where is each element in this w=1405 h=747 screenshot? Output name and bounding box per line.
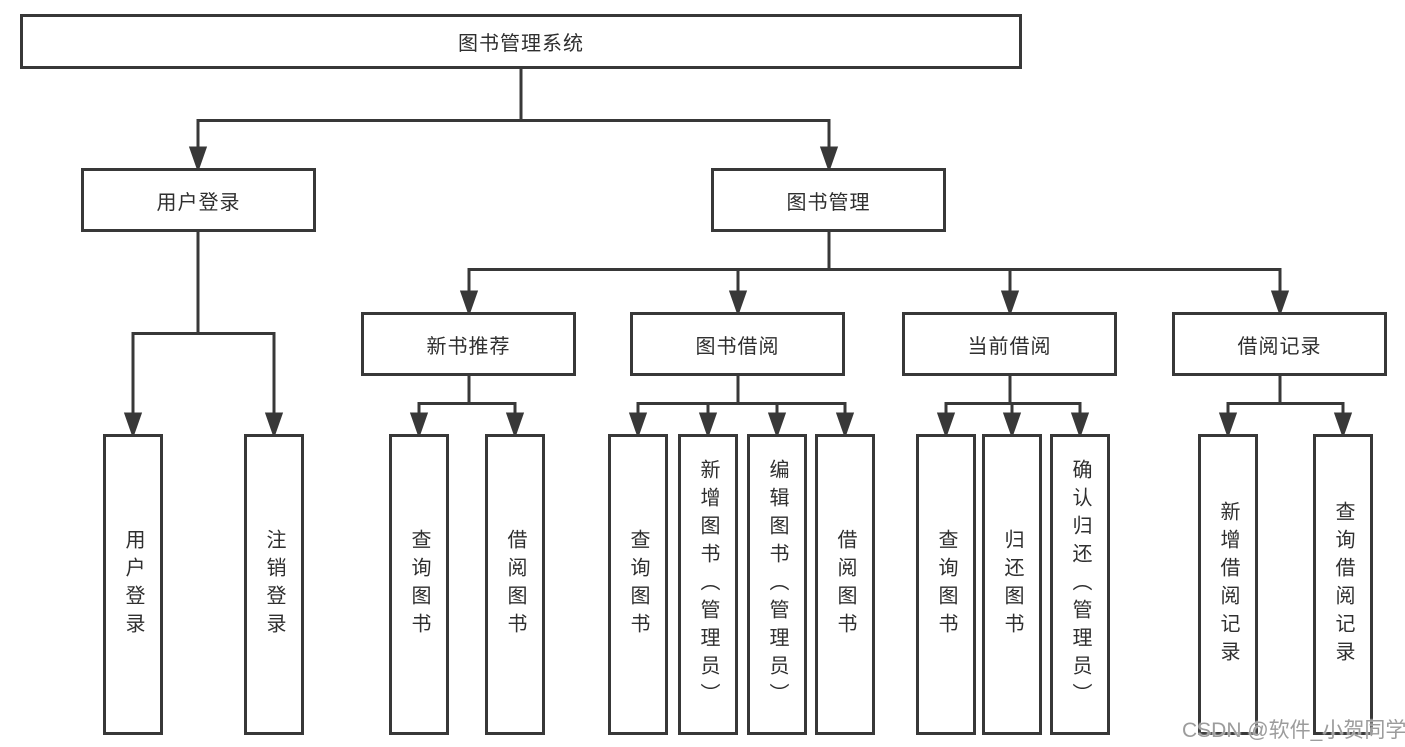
leaf-user-login: 用户登录 bbox=[103, 434, 163, 735]
node-label: 借阅图书 bbox=[504, 528, 526, 641]
leaf-bb-add-books-admin: 新增图书（管理员） bbox=[678, 434, 738, 735]
node-label: 用户登录 bbox=[156, 191, 241, 214]
csdn-watermark: CSDN @软件_小贺同学 bbox=[1182, 719, 1405, 742]
node-label: 查询图书 bbox=[627, 528, 649, 641]
node-label: 用户登录 bbox=[122, 528, 144, 641]
connector-new-book-rec-children bbox=[409, 375, 525, 439]
node-user-login: 用户登录 bbox=[81, 168, 316, 232]
connector-current-borrow-children bbox=[936, 375, 1090, 439]
node-label: 查询图书 bbox=[935, 528, 957, 641]
node-book-management: 图书管理 bbox=[711, 168, 946, 232]
connector-book-borrow-children bbox=[628, 375, 855, 439]
node-label: 图书借阅 bbox=[695, 335, 780, 358]
leaf-cb-query-books: 查询图书 bbox=[916, 434, 976, 735]
leaf-bb-edit-books-admin: 编辑图书（管理员） bbox=[747, 434, 807, 735]
node-label: 图书管理系统 bbox=[458, 33, 584, 55]
node-label: 当前借阅 bbox=[967, 335, 1052, 358]
leaf-br-add-record: 新增借阅记录 bbox=[1198, 434, 1258, 735]
connector-root-to-level2 bbox=[188, 69, 839, 173]
node-label: 查询图书 bbox=[408, 528, 430, 641]
node-label: 图书管理 bbox=[786, 191, 871, 214]
leaf-cb-confirm-return-admin: 确认归还（管理员） bbox=[1050, 434, 1110, 735]
node-label: 查询借阅记录 bbox=[1332, 500, 1354, 669]
connector-user-login-children bbox=[123, 231, 284, 439]
node-borrow-records: 借阅记录 bbox=[1172, 312, 1387, 376]
node-current-borrow: 当前借阅 bbox=[902, 312, 1117, 376]
node-label: 归还图书 bbox=[1001, 528, 1023, 641]
node-book-borrow: 图书借阅 bbox=[630, 312, 845, 376]
leaf-cb-return-books: 归还图书 bbox=[982, 434, 1042, 735]
leaf-nbr-query-books: 查询图书 bbox=[389, 434, 449, 735]
node-new-book-recommend: 新书推荐 bbox=[361, 312, 576, 376]
node-library-system: 图书管理系统 bbox=[20, 14, 1022, 69]
node-label: 新增图书（管理员） bbox=[697, 458, 719, 711]
node-label: 确认归还（管理员） bbox=[1069, 458, 1091, 711]
connector-book-mgmt-children bbox=[459, 231, 1290, 317]
leaf-logout: 注销登录 bbox=[244, 434, 304, 735]
leaf-br-query-record: 查询借阅记录 bbox=[1313, 434, 1373, 735]
node-label: 借阅记录 bbox=[1237, 335, 1322, 358]
connector-borrow-records-children bbox=[1218, 375, 1353, 439]
node-label: 注销登录 bbox=[263, 528, 285, 641]
node-label: 新增借阅记录 bbox=[1217, 500, 1239, 669]
node-label: 借阅图书 bbox=[834, 528, 856, 641]
leaf-bb-query-books: 查询图书 bbox=[608, 434, 668, 735]
node-label: 编辑图书（管理员） bbox=[766, 458, 788, 711]
node-label: 新书推荐 bbox=[426, 335, 511, 358]
leaf-bb-borrow-books: 借阅图书 bbox=[815, 434, 875, 735]
leaf-nbr-borrow-books: 借阅图书 bbox=[485, 434, 545, 735]
